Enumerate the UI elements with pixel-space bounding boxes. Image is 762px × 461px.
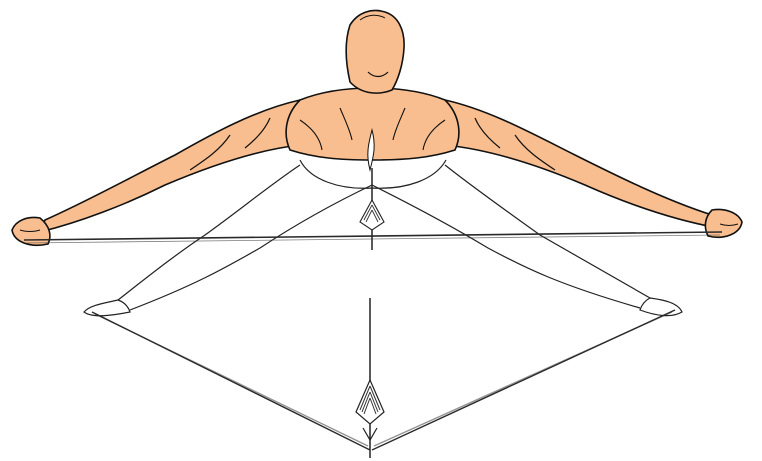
right-fist [705,210,742,238]
legs-outline [118,160,650,310]
upper-arrow [360,168,384,250]
left-arm [40,100,300,232]
lower-arrow [356,298,384,458]
head [346,11,404,94]
left-fist [12,218,50,246]
upper-bowstring [24,232,722,243]
right-foot [640,298,682,316]
torso [286,88,459,170]
right-arm [445,100,718,228]
left-foot [84,300,130,316]
lower-bowstring [92,310,675,450]
